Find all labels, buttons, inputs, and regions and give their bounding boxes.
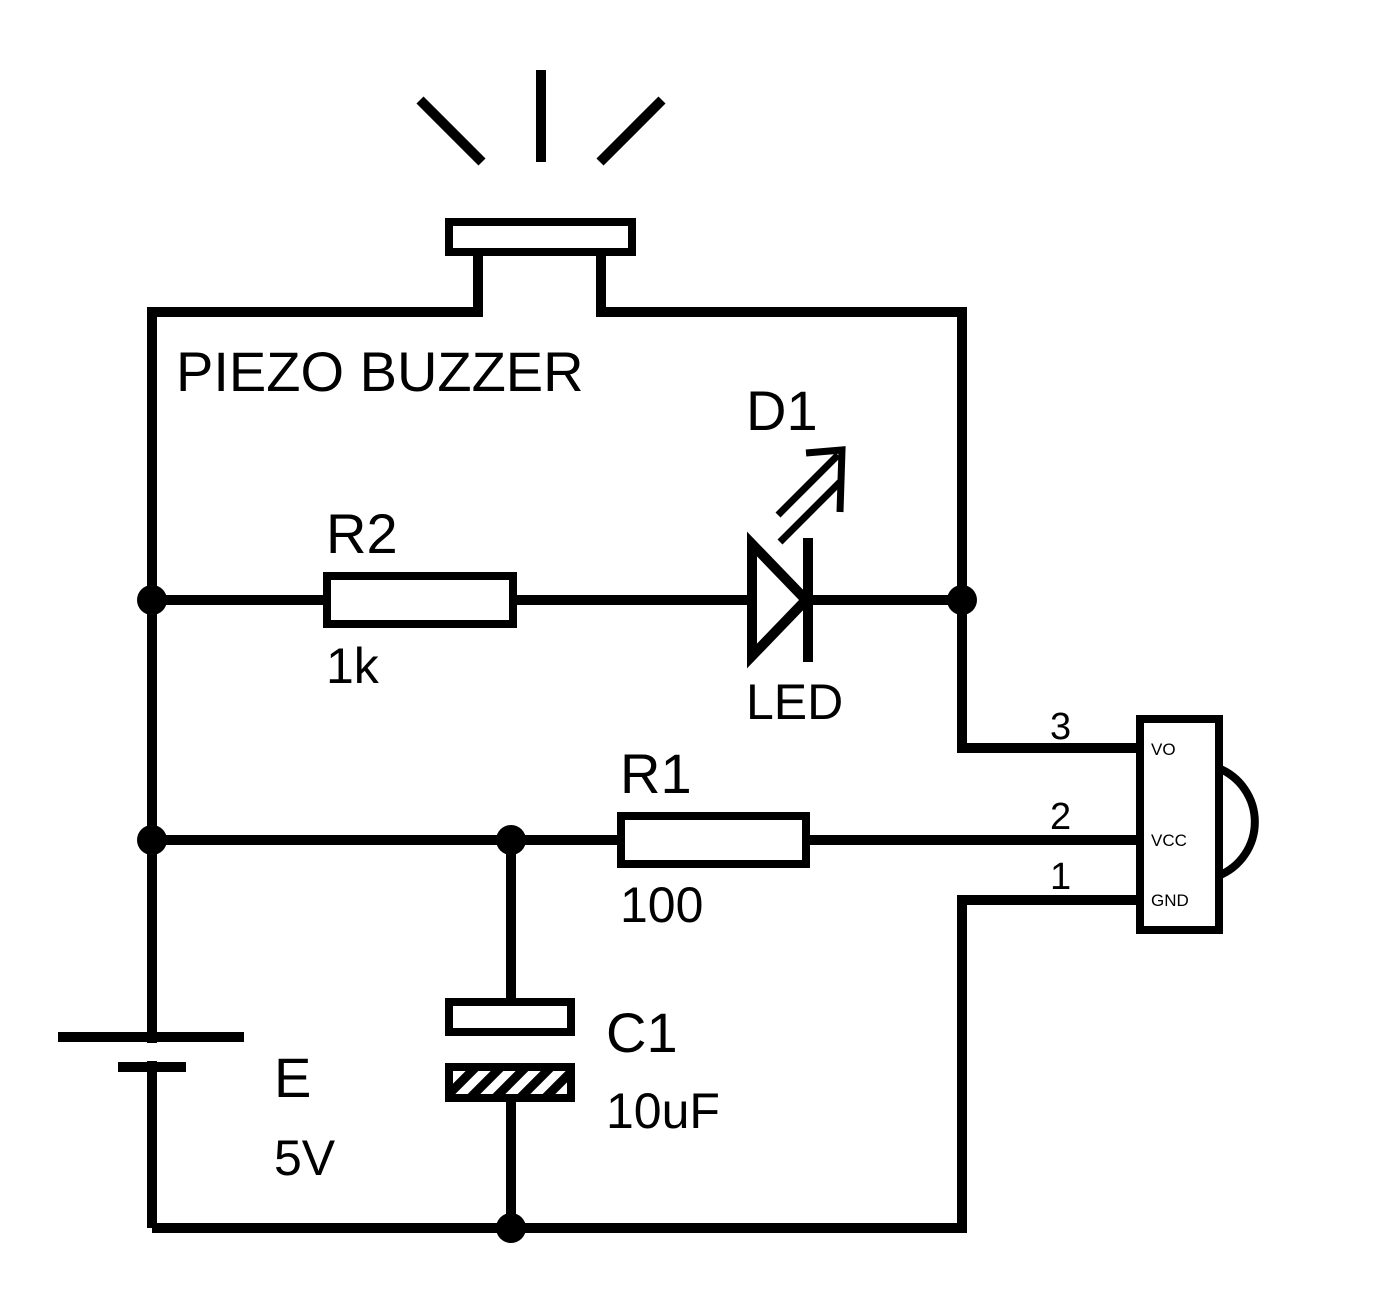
led-emission-arrow xyxy=(777,479,843,545)
wires xyxy=(147,255,1140,1233)
r2-ref-label: R2 xyxy=(326,502,398,565)
cap-positive-plate xyxy=(445,998,575,1036)
buzzer-label: PIEZO BUZZER xyxy=(176,340,584,403)
led-emission-arrow xyxy=(775,452,841,518)
junction-dot xyxy=(496,1213,526,1243)
pin-2-number: 2 xyxy=(1050,796,1071,838)
sound-ray-left xyxy=(416,96,486,166)
wire-top-right xyxy=(596,255,1140,753)
pin-3-number: 3 xyxy=(1050,706,1071,748)
c1-ref-label: C1 xyxy=(606,1001,678,1064)
resistor-r2 xyxy=(323,572,517,628)
junctions xyxy=(137,585,977,1243)
receiver-body xyxy=(1136,715,1223,934)
led-d1 xyxy=(747,446,846,669)
sound-ray-right xyxy=(596,96,666,166)
e-value-label: 5V xyxy=(274,1130,336,1186)
d1-ref-label: D1 xyxy=(746,379,818,442)
wire-top-left xyxy=(147,255,483,1228)
capacitor-c1 xyxy=(445,998,575,1102)
battery-e xyxy=(58,1032,244,1072)
receiver-dome xyxy=(1216,764,1259,880)
cap-hatching xyxy=(449,1067,571,1098)
junction-dot xyxy=(947,585,977,615)
pin-1-number: 1 xyxy=(1050,856,1071,898)
junction-dot xyxy=(496,825,526,855)
c1-value-label: 10uF xyxy=(606,1083,720,1139)
junction-dot xyxy=(137,825,167,855)
led-triangle xyxy=(747,531,813,669)
piezo-buzzer xyxy=(416,70,666,256)
pin-vo-label: VO xyxy=(1151,740,1176,759)
pin-gnd-label: GND xyxy=(1151,891,1189,910)
pin-vcc-label: VCC xyxy=(1151,831,1187,850)
wire-gnd xyxy=(152,895,1140,1233)
cap-negative-plate xyxy=(445,1063,575,1102)
r2-value-label: 1k xyxy=(326,638,380,694)
resistor-r1 xyxy=(617,812,810,868)
junction-dot xyxy=(137,585,167,615)
buzzer-plate xyxy=(445,218,636,256)
e-ref-label: E xyxy=(274,1046,311,1109)
d1-value-label: LED xyxy=(746,674,843,730)
r1-value-label: 100 xyxy=(620,877,703,933)
r1-ref-label: R1 xyxy=(620,742,692,805)
ir-receiver: VO VCC GND xyxy=(1136,715,1259,934)
led-arrow-head xyxy=(805,446,846,513)
